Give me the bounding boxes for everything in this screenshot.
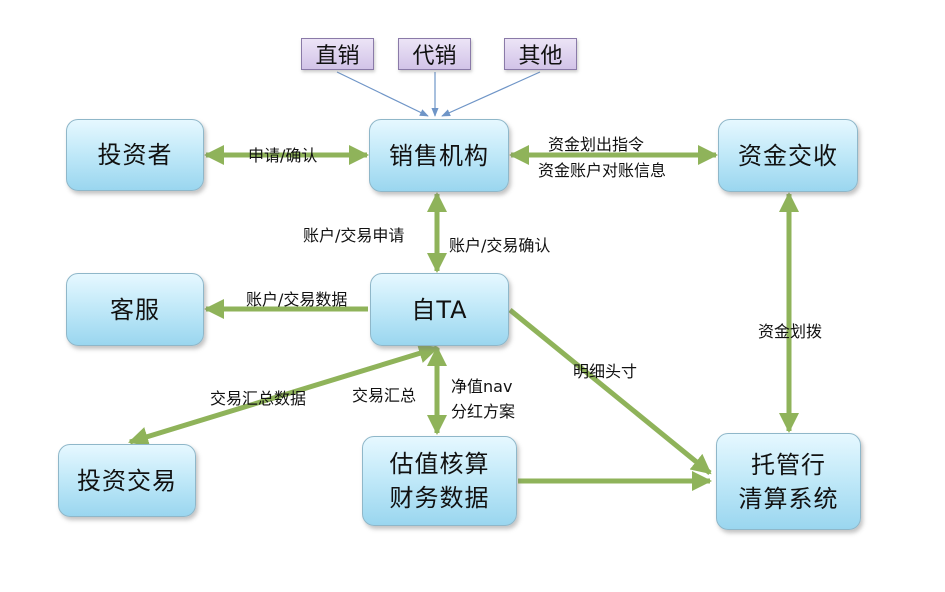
connector-direct-to-sales xyxy=(336,71,429,117)
label-account-trade-apply: 账户/交易申请 xyxy=(303,226,405,245)
label-account-reconcile: 资金账户对账信息 xyxy=(538,161,667,180)
node-valuation-label: 估值核算 财务数据 xyxy=(389,450,490,512)
channel-agency-label: 代销 xyxy=(412,44,457,69)
node-customer-service-label: 客服 xyxy=(110,295,160,324)
node-custodian: 托管行 清算系统 xyxy=(716,433,861,530)
node-self-ta: 自TA xyxy=(370,273,509,346)
node-sales-label: 销售机构 xyxy=(389,141,489,170)
channel-tag-agency: 代销 xyxy=(398,38,471,70)
connector-other-to-sales xyxy=(441,71,541,117)
node-sales: 销售机构 xyxy=(369,119,509,192)
node-customer-service: 客服 xyxy=(66,273,204,346)
channel-tag-other: 其他 xyxy=(504,38,577,70)
label-trade-summary-data: 交易汇总数据 xyxy=(210,389,307,408)
label-account-trade-confirm: 账户/交易确认 xyxy=(449,236,551,255)
node-fund-settlement-label: 资金交收 xyxy=(738,141,838,170)
node-valuation: 估值核算 财务数据 xyxy=(362,436,517,526)
node-investment-trading: 投资交易 xyxy=(58,444,196,517)
node-investor-label: 投资者 xyxy=(97,141,173,169)
label-trade-summary: 交易汇总 xyxy=(352,386,417,405)
label-apply-confirm: 申请/确认 xyxy=(248,146,318,165)
label-fund-transfer-instruction: 资金划出指令 xyxy=(548,135,645,154)
channel-direct-label: 直销 xyxy=(315,44,360,69)
node-investor: 投资者 xyxy=(66,119,204,191)
node-investment-trading-label: 投资交易 xyxy=(77,466,177,495)
label-dividend-plan: 分红方案 xyxy=(451,402,516,421)
channel-tag-direct: 直销 xyxy=(301,38,374,70)
node-fund-settlement: 资金交收 xyxy=(718,119,858,192)
node-custodian-label: 托管行 清算系统 xyxy=(738,450,839,513)
label-nav: 净值nav xyxy=(451,377,513,396)
label-detail-position: 明细头寸 xyxy=(573,362,638,381)
label-fund-allocation: 资金划拨 xyxy=(758,322,823,341)
label-account-trade-data: 账户/交易数据 xyxy=(246,290,348,309)
node-self-ta-label: 自TA xyxy=(411,295,468,324)
channel-other-label: 其他 xyxy=(518,44,563,69)
arrow-self-ta-to-investment-trading xyxy=(128,343,439,447)
arrow-self-ta-to-custodian xyxy=(508,308,712,475)
